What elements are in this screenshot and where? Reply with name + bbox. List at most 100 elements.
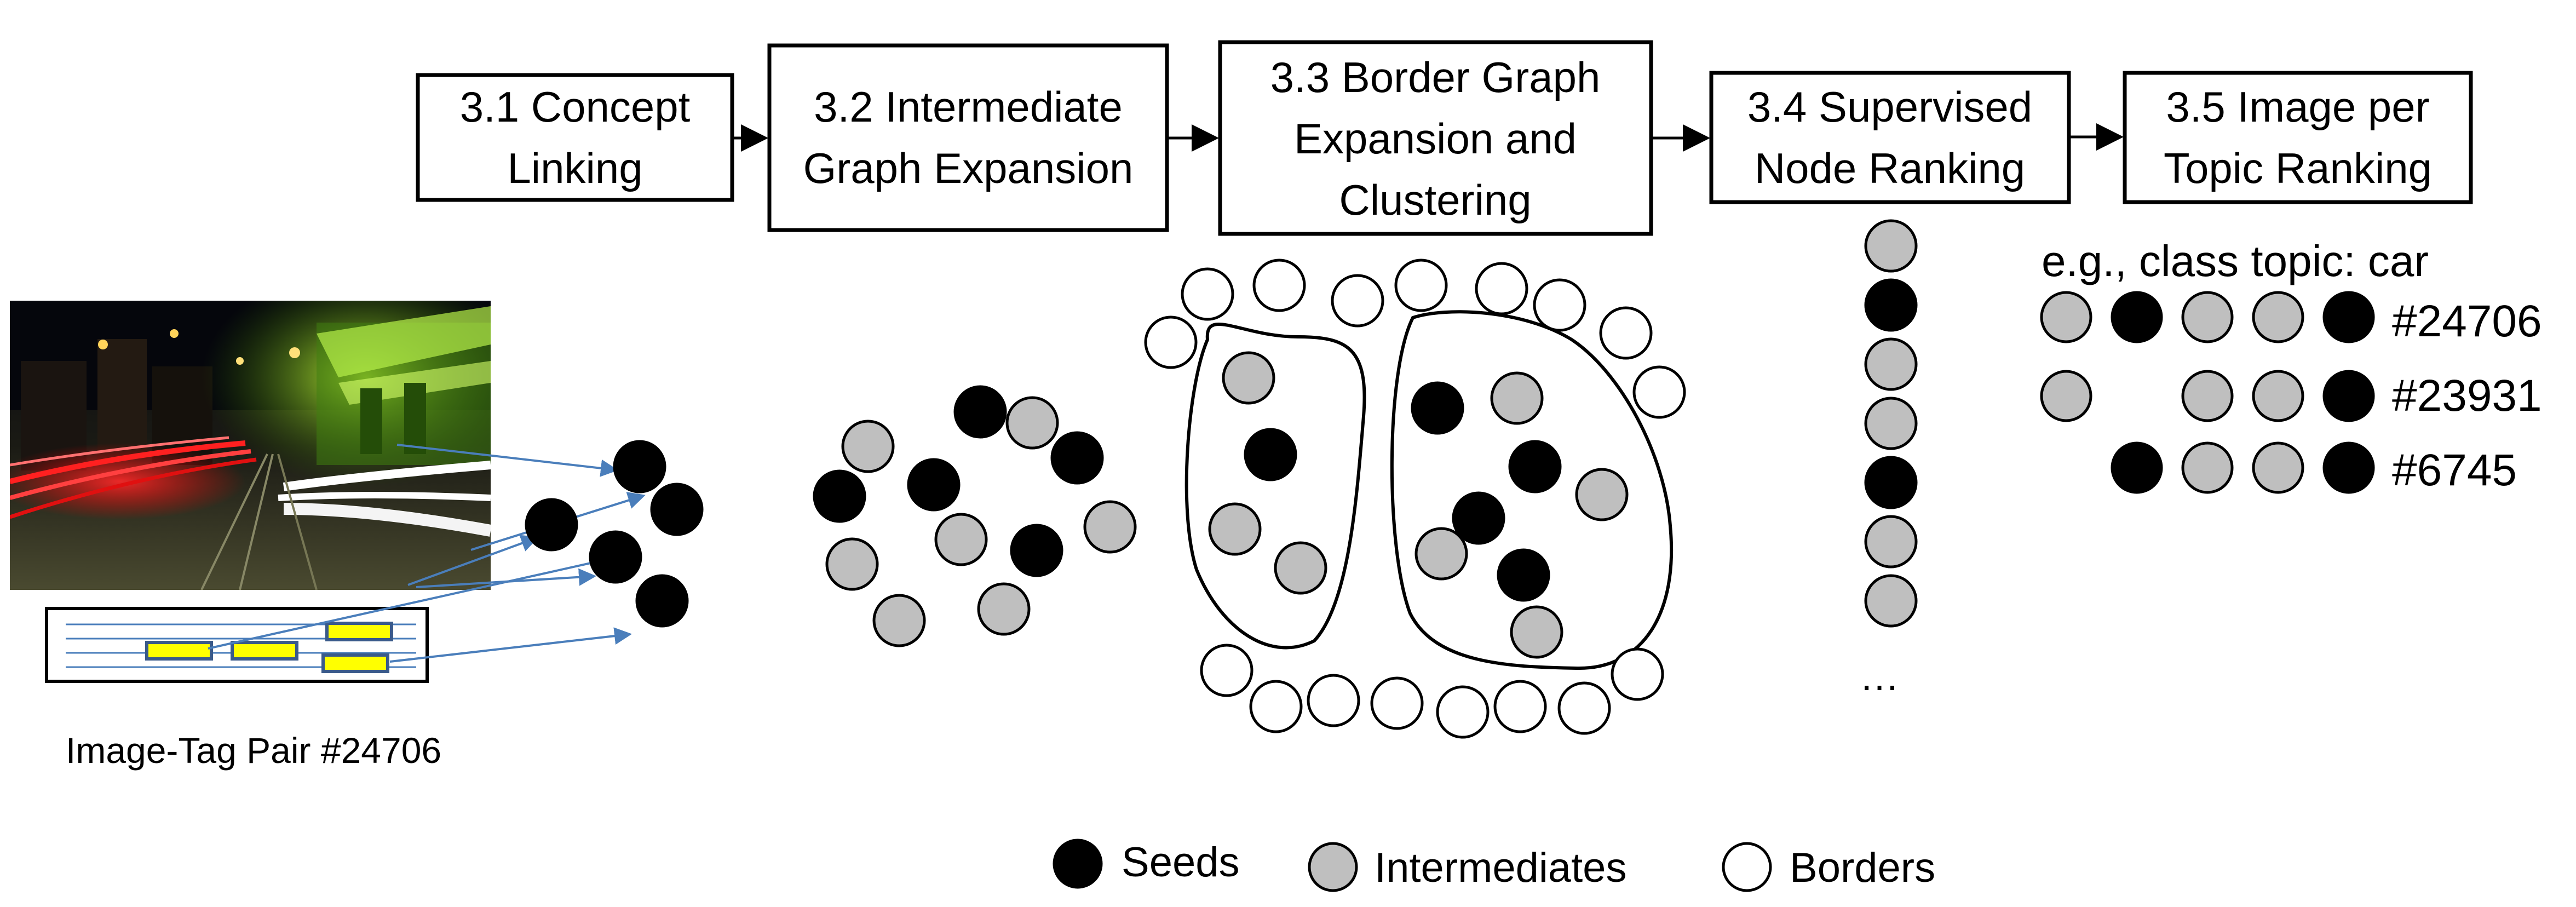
legend-intermediate-label: Intermediates [1375,845,1626,891]
seed-node [635,574,689,628]
border-node [1249,680,1303,733]
border-node [1394,259,1448,312]
seed-node [1864,456,1918,509]
street-photo [10,301,491,590]
image-id-label: #6745 [2392,445,2517,495]
image-id-label: #24706 [2392,296,2542,346]
seed-node [613,440,666,493]
intermediate-node [1005,396,1059,450]
intermediate-node [2181,291,2234,343]
intermediate-node [1864,397,1918,450]
tag-chip [231,641,298,661]
ranked-node-column [1864,219,1918,628]
image-caption: Image-Tag Pair #24706 [66,730,441,771]
seed-node [1452,491,1505,545]
step-box-border-graph-expansion: 3.3 Border Graph Expansion and Clusterin… [1218,40,1653,236]
seed-node [1497,548,1550,602]
intermediate-node [2252,370,2304,422]
seed-node [1508,440,1562,493]
intermediate-node [2252,291,2304,343]
intermediate-node [1510,605,1563,659]
step-label: Topic Ranking [2164,144,2432,192]
border-node [1557,681,1611,735]
seed-node [525,498,578,552]
step-box-concept-linking: 3.1 Concept Linking [416,73,734,202]
intermediate-node [977,582,1031,636]
step-label: 3.2 Intermediate [814,83,1123,131]
seed-node [1244,428,1297,481]
intermediate-node [1415,527,1468,581]
intermediate-node [1274,541,1327,595]
border-node [1144,315,1198,369]
step-label: Linking [507,144,642,192]
intermediate-node [1864,574,1918,628]
seed-node [1010,524,1063,577]
intermediate-node [825,537,879,591]
border-node [1611,647,1664,701]
image-id-label: #23931 [2392,371,2542,421]
step-box-supervised-node-ranking: 3.4 Supervised Node Ranking [1709,71,2071,204]
intermediate-node [1083,500,1137,554]
intermediate-node [1575,468,1629,521]
legend-seed-label: Seeds [1122,839,1240,886]
border-node [1475,262,1528,315]
topic-example-heading: e.g., class topic: car [2042,237,2429,285]
intermediate-node [2040,291,2092,343]
step-box-image-per-topic-ranking: 3.5 Image per Topic Ranking [2123,71,2473,204]
legend-border-marker [1722,842,1772,892]
intermediate-node [2181,441,2234,494]
border-node [1533,278,1586,332]
seed-node [1411,381,1464,435]
step-label: Graph Expansion [803,144,1134,192]
tag-chip [321,653,389,673]
seed-node [953,385,1007,439]
legend-seed-marker [1053,839,1103,889]
intermediate-node [2252,441,2304,494]
intermediate-node [872,594,926,647]
seed-node [813,469,866,523]
border-graph-nodes [1144,259,1686,739]
tag-chip [325,622,393,641]
border-node [1252,259,1306,312]
tag-chip [145,641,213,661]
intermediate-node [1222,351,1275,405]
seed-nodes-step1 [525,440,704,628]
step-label: Expansion and [1294,114,1577,163]
border-node [1632,365,1686,419]
step-label: 3.4 Supervised [1747,83,2032,131]
legend-intermediate-marker [1308,842,1358,892]
seed-node [589,530,642,584]
step-label: 3.1 Concept [460,83,691,131]
intermediate-node [1864,219,1918,273]
intermediate-node [841,420,895,473]
intermediate-graph-nodes [813,385,1137,647]
border-node [1493,680,1547,733]
legend-border-label: Borders [1790,845,1935,891]
seed-node [907,458,961,512]
cluster-right [1390,310,1674,670]
border-node [1599,306,1653,360]
tag-list-box [45,607,429,683]
seed-node [1050,431,1104,485]
border-node [1200,644,1254,697]
seed-node [1864,278,1918,332]
intermediate-node [1490,371,1544,425]
step-label: 3.3 Border Graph [1270,53,1601,101]
seed-node [2111,441,2163,494]
intermediate-node [1864,515,1918,569]
intermediate-node [2181,370,2234,422]
topic-ranking-rows [2040,291,2375,494]
border-node [1307,674,1360,727]
intermediate-node [1208,502,1262,556]
intermediate-node [934,513,988,566]
ranking-ellipsis: … [1859,653,1900,699]
intermediate-node [2040,370,2092,422]
legend: Seeds Intermediates Borders [1053,839,1935,892]
step-label: Node Ranking [1755,144,2025,192]
cluster-outlines [1185,310,1674,670]
cluster-left [1185,323,1366,650]
seed-node [2322,441,2375,494]
border-node [1436,685,1490,739]
seed-node [650,483,704,536]
